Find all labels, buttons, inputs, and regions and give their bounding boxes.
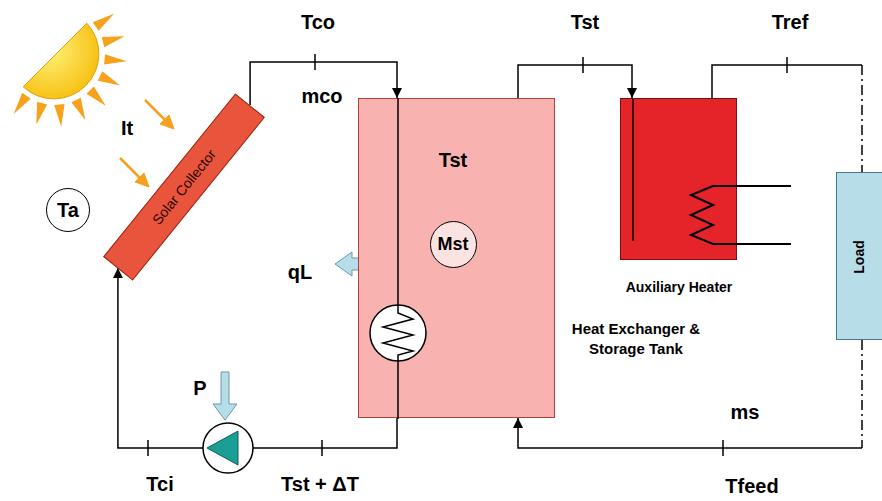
node-text: Ta <box>57 199 79 222</box>
variable-label: Tref <box>772 11 809 33</box>
storage-tank: TstHeat Exchanger & Storage TankMst <box>358 98 555 418</box>
pipe-segment <box>712 65 862 98</box>
sun-ray <box>36 102 47 125</box>
heating-element <box>621 99 738 261</box>
pipe-segment <box>518 418 862 448</box>
sun <box>23 23 99 99</box>
load-box: Load <box>836 172 882 340</box>
sun-ray <box>104 54 127 64</box>
variable-label: ms <box>731 401 760 423</box>
sensor-circle: Ta <box>46 188 90 232</box>
sun-ray <box>102 36 125 47</box>
variable-label: Tco <box>301 11 335 33</box>
variable-label: Tci <box>146 473 173 495</box>
variable-label: Tst <box>571 11 600 33</box>
sun-ray <box>54 104 64 127</box>
sun-ray <box>86 86 105 105</box>
auxiliary-heater: Auxiliary Heater <box>620 98 737 260</box>
variable-label: P <box>193 377 206 399</box>
power-arrow <box>213 372 237 420</box>
pipe-segment <box>518 65 632 98</box>
node-text: Auxiliary Heater <box>599 279 759 295</box>
sun-ray <box>14 93 31 114</box>
variable-label: Tfeed <box>725 475 778 497</box>
variable-label: It <box>121 117 133 139</box>
radiation-arrows <box>120 100 174 187</box>
pipe <box>118 268 397 448</box>
node-text: Tst <box>359 149 547 172</box>
variable-label: Tst + ΔT <box>281 473 359 495</box>
node-text: Heat Exchanger & Storage Tank <box>561 319 711 360</box>
node-text: Mst <box>438 234 469 255</box>
sun-rays <box>14 14 127 127</box>
variable-label: mco <box>301 85 342 107</box>
pipe <box>518 65 632 98</box>
pipe-segment <box>861 65 863 172</box>
sun-ray <box>93 14 114 31</box>
variable-label: qL <box>288 261 312 283</box>
sensor-circle: Mst <box>430 221 477 268</box>
pump-symbol <box>203 423 253 473</box>
pipe-segment <box>861 340 863 448</box>
node-text: Load <box>851 240 867 273</box>
node-text: Solar Collector <box>149 146 219 227</box>
sun-ray <box>98 71 120 85</box>
sun-ray <box>71 98 85 120</box>
pipe-segment <box>118 268 397 448</box>
pipe <box>518 340 862 448</box>
